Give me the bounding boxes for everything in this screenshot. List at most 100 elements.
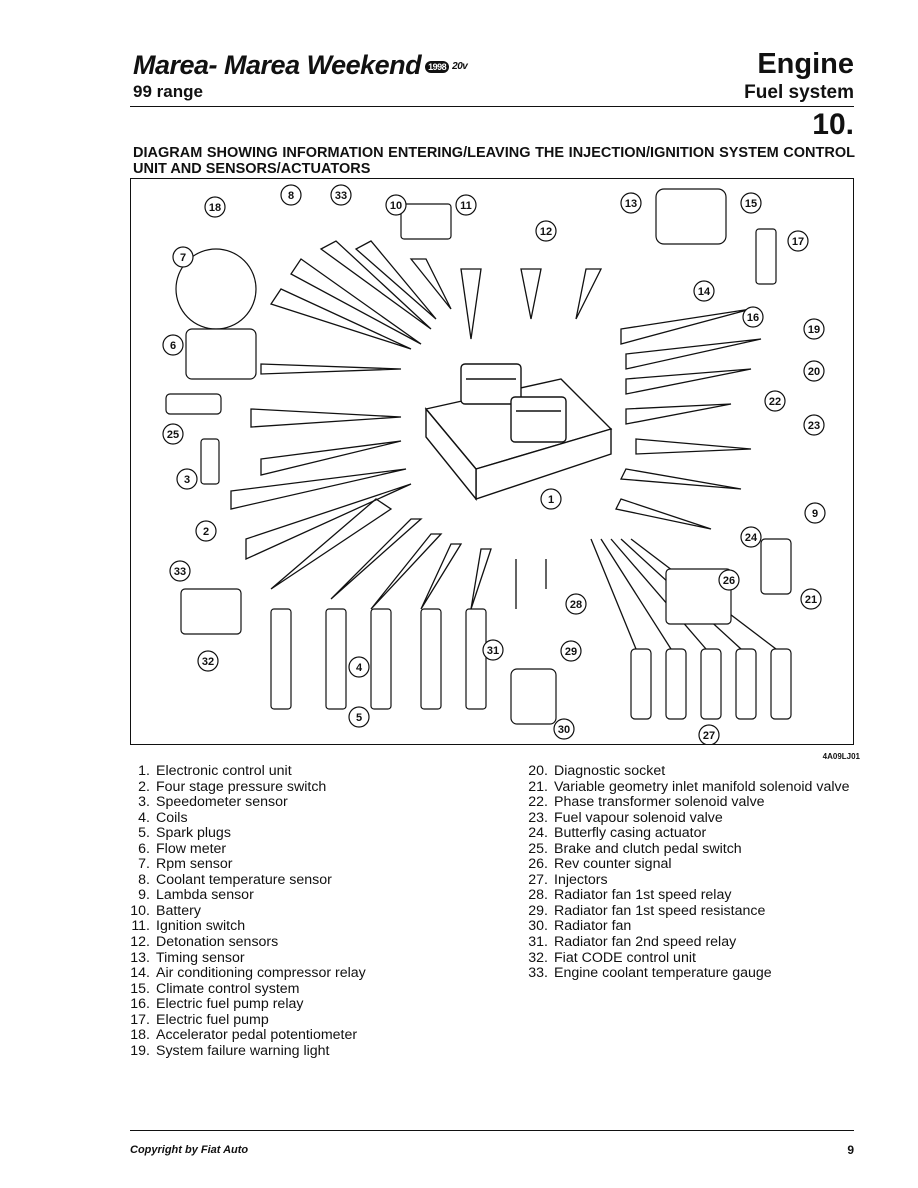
legend-item-number: 10. <box>130 902 150 919</box>
callout-17: 17 <box>787 230 809 252</box>
legend-item: 32.Fiat CODE control unit <box>520 949 854 967</box>
svg-text:5: 5 <box>356 712 362 724</box>
legend-item: 10.Battery <box>130 902 470 920</box>
legend-item-number: 23. <box>528 809 548 826</box>
legend-item-number: 6. <box>138 840 150 857</box>
legend-item-text: Air conditioning compressor relay <box>156 965 366 982</box>
legend-item-text: System failure warning light <box>156 1042 330 1059</box>
legend-item-text: Butterfly casing actuator <box>554 825 707 842</box>
svg-text:21: 21 <box>805 594 817 606</box>
legend-item: 25.Brake and clutch pedal switch <box>520 840 854 858</box>
legend-item-number: 7. <box>138 856 150 873</box>
subsection-title: Fuel system <box>744 82 854 103</box>
legend-item-number: 16. <box>130 996 150 1013</box>
legend-item: 3. Speedometer sensor <box>130 795 470 811</box>
legend-item: 24. Butterfly casing actuator <box>520 826 854 842</box>
legend-item-number: 29. <box>528 902 548 919</box>
svg-text:14: 14 <box>698 286 711 298</box>
legend-item: 28.Radiator fan 1st speed relay <box>520 888 854 904</box>
header-rule <box>130 106 854 107</box>
callout-21: 21 <box>800 588 822 610</box>
legend-item-number: 3. <box>138 794 150 811</box>
legend-item-text: Variable geometry inlet manifold solenoi… <box>554 778 850 795</box>
callout-4: 4 <box>348 656 370 678</box>
legend-item-number: 15. <box>130 980 150 997</box>
callout-2: 2 <box>195 520 217 542</box>
legend-item-text: Engine coolant temperature gauge <box>554 965 772 982</box>
svg-text:15: 15 <box>745 198 757 210</box>
callout-19: 19 <box>803 318 825 340</box>
svg-text:7: 7 <box>180 252 186 264</box>
legend-item-number: 19. <box>130 1042 150 1059</box>
svg-text:9: 9 <box>812 508 818 520</box>
legend-item: 23. Fuel vapour solenoid valve <box>520 809 854 827</box>
legend-item-number: 26. <box>528 856 548 873</box>
legend-item-text: Fuel vapour solenoid valve <box>554 809 723 826</box>
callout-7: 7 <box>172 246 194 268</box>
callout-27: 27 <box>698 724 720 746</box>
callout-5: 5 <box>348 706 370 728</box>
legend-item: 26. Rev counter signal <box>520 857 854 873</box>
legend-item-number: 9. <box>138 887 150 904</box>
svg-text:8: 8 <box>288 190 294 202</box>
legend-item: 18.Accelerator pedal potentiometer <box>130 1028 470 1044</box>
legend-item-number: 32. <box>528 949 548 966</box>
legend-item: 13.Timing sensor <box>130 949 470 967</box>
legend-item-text: Brake and clutch pedal switch <box>554 840 742 857</box>
callout-6: 6 <box>162 334 184 356</box>
callout-11: 11 <box>455 194 477 216</box>
svg-text:23: 23 <box>808 420 820 432</box>
callout-12: 12 <box>535 220 557 242</box>
svg-text:26: 26 <box>723 575 735 587</box>
callout-10: 10 <box>385 194 407 216</box>
svg-text:18: 18 <box>209 202 221 214</box>
svg-text:11: 11 <box>460 200 472 212</box>
legend-item-text: Coolant temperature sensor <box>156 871 332 888</box>
legend-item-text: Accelerator pedal potentiometer <box>156 1027 358 1044</box>
svg-text:33: 33 <box>335 190 347 202</box>
callout-33-top: 33 <box>330 184 352 206</box>
svg-text:17: 17 <box>792 236 804 248</box>
legend-item-text: Speedometer sensor <box>156 794 288 811</box>
callout-16: 16 <box>742 306 764 328</box>
legend-item: 19. System failure warning light <box>130 1042 470 1060</box>
svg-text:24: 24 <box>745 532 758 544</box>
callout-14: 14 <box>693 280 715 302</box>
legend-item-text: Radiator fan 2nd speed relay <box>554 934 737 951</box>
page-number: 9 <box>847 1143 854 1157</box>
legend-item-number: 24. <box>528 825 548 842</box>
legend-item-number: 17. <box>130 1011 150 1028</box>
legend-item-text: Coils <box>156 809 188 826</box>
legend-item-text: Radiator fan 1st speed resistance <box>554 902 766 919</box>
legend-item-text: Rev counter signal <box>554 856 672 873</box>
legend-item-number: 33. <box>528 965 548 982</box>
legend-item-text: Injectors <box>554 871 608 888</box>
signal-arrows <box>230 240 777 650</box>
callout-26: 26 <box>718 569 740 591</box>
legend-item-number: 5. <box>138 825 150 842</box>
range-subtitle: 99 range <box>133 82 203 101</box>
callout-25: 25 <box>162 423 184 445</box>
diagram-caption: DIAGRAM SHOWING INFORMATION ENTERING/LEA… <box>133 145 855 177</box>
callout-28: 28 <box>565 593 587 615</box>
legend-item-number: 14. <box>130 965 150 982</box>
legend-item: 27. Injectors <box>520 871 854 889</box>
svg-text:31: 31 <box>487 645 499 657</box>
legend-item-number: 4. <box>138 809 150 826</box>
legend-item-number: 13. <box>130 949 150 966</box>
legend-item: 15.Climate control system <box>130 980 470 998</box>
svg-text:20: 20 <box>808 366 820 378</box>
legend-item-number: 31. <box>528 934 548 951</box>
legend-item-number: 8. <box>138 871 150 888</box>
title-text: Marea- Marea Weekend <box>133 50 422 80</box>
legend-item-number: 27. <box>528 871 548 888</box>
legend-item-text: Diagnostic socket <box>554 763 666 779</box>
legend-item-number: 12. <box>130 934 150 951</box>
legend-item-text: Phase transformer solenoid valve <box>554 794 765 811</box>
legend-item: 17.Electric fuel pump <box>130 1011 470 1029</box>
callout-23: 23 <box>803 414 825 436</box>
legend-item: 8. Coolant temperature sensor <box>130 871 470 889</box>
legend-item: 1.Electronic control unit <box>130 763 470 780</box>
